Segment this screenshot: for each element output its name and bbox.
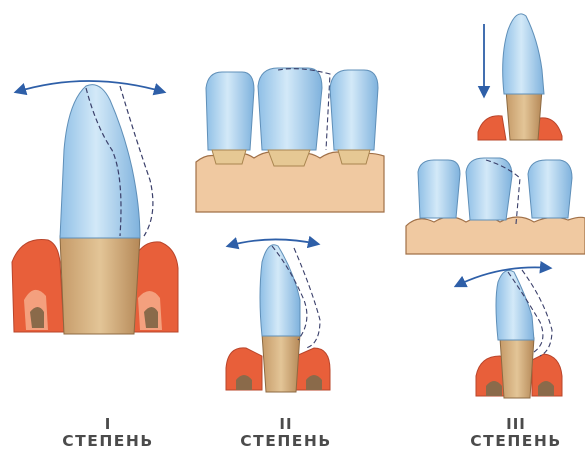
degree-1-label: I СТЕПЕНЬ (28, 416, 188, 450)
degree-2-tooth (226, 239, 330, 392)
degree-1-diagram (12, 81, 178, 334)
degree-word: СТЕПЕНЬ (28, 433, 188, 450)
degree-numeral: II (206, 416, 366, 433)
tooth-row-right (330, 70, 378, 150)
tooth-row-left (418, 160, 460, 218)
degree-2-label: II СТЕПЕНЬ (206, 416, 366, 450)
tooth-root (262, 334, 300, 392)
tooth-row-right (528, 160, 572, 218)
degree-3-label: III СТЕПЕНЬ (436, 416, 585, 450)
degree-word: СТЕПЕНЬ (206, 433, 366, 450)
gum-row (406, 217, 585, 254)
degree-word: СТЕПЕНЬ (436, 433, 585, 450)
degree-3-top-tooth (478, 14, 562, 140)
degree-3-bottom-tooth (456, 267, 562, 398)
tooth-root (60, 236, 140, 334)
tooth-row-left (206, 72, 254, 150)
tooth-root (500, 338, 534, 398)
degree-2-row (196, 68, 384, 212)
degree-numeral: I (28, 416, 188, 433)
tooth-crown (260, 245, 300, 336)
tooth-crown (503, 14, 544, 94)
tooth-row-middle (258, 68, 322, 150)
tooth-root (506, 90, 542, 140)
degree-3-row (406, 158, 585, 254)
degree-numeral: III (436, 416, 585, 433)
tooth-crown (60, 85, 140, 238)
tooth-crown (496, 270, 534, 340)
